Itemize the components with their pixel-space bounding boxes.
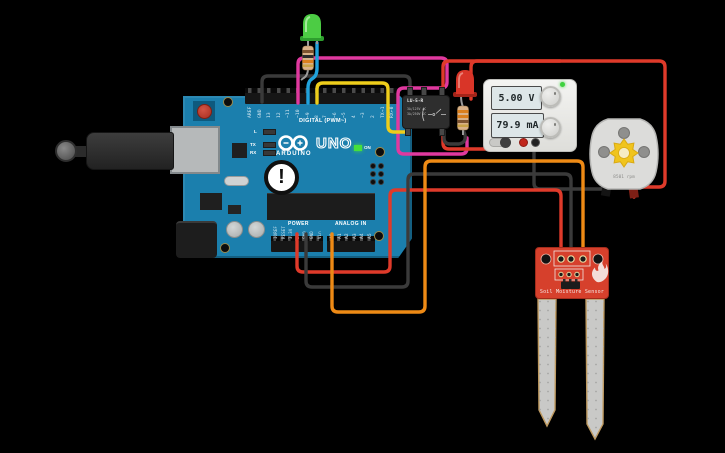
wire-a0-to-sensor-orange[interactable] bbox=[330, 159, 585, 314]
dc-motor[interactable]: 8501 rpm bbox=[589, 118, 659, 199]
led-rx bbox=[263, 150, 276, 156]
current-value: 79.9 mA bbox=[496, 120, 539, 131]
mounting-hole bbox=[374, 231, 384, 241]
power-supply[interactable]: 5.00 V 79.9 mA bbox=[483, 79, 577, 152]
relay-rating-2: 3A/250V DC bbox=[407, 112, 427, 116]
analog-label: ANALOG IN bbox=[335, 221, 367, 227]
wire-5v-to-sensor-red[interactable] bbox=[295, 188, 563, 274]
small-ic bbox=[232, 143, 247, 158]
led-l bbox=[263, 129, 276, 135]
capacitor bbox=[248, 221, 265, 238]
voltage-knob[interactable] bbox=[540, 86, 561, 107]
simulation-warning-icon[interactable]: ! bbox=[264, 160, 299, 195]
icsp-pins bbox=[370, 163, 384, 185]
crystal-oscillator bbox=[224, 176, 249, 186]
led-rx-label: RX bbox=[250, 150, 257, 155]
relay-rating-1: 3A/125V AC bbox=[407, 107, 427, 111]
arduino-model: UNO bbox=[315, 134, 353, 152]
mounting-hole bbox=[220, 243, 230, 253]
capacitor bbox=[226, 221, 243, 238]
resistor[interactable] bbox=[300, 45, 314, 81]
current-knob[interactable] bbox=[540, 117, 561, 138]
sensor-label: Soil Moisture Sensor bbox=[539, 289, 605, 295]
usb-cable-connector-icon bbox=[70, 146, 92, 157]
power-led bbox=[560, 82, 565, 87]
usb-port bbox=[170, 126, 220, 174]
digital-label: DIGITAL (PWM~) bbox=[299, 118, 347, 124]
on-label: ON bbox=[364, 145, 371, 150]
wire-resistor-to-relay-black[interactable] bbox=[442, 129, 467, 146]
voltage-regulator bbox=[200, 193, 222, 210]
current-display: 79.9 mA bbox=[491, 113, 544, 138]
arduino-brand: ARDUINO bbox=[276, 151, 312, 157]
led-tx-label: TX bbox=[250, 142, 256, 147]
positive-terminal[interactable] bbox=[519, 138, 528, 147]
reset-button[interactable] bbox=[197, 104, 212, 119]
digital-header-right[interactable] bbox=[320, 88, 398, 104]
negative-terminal[interactable] bbox=[531, 138, 540, 147]
relay-model: LU-5-R bbox=[407, 99, 424, 104]
transistor bbox=[228, 205, 241, 214]
resistor[interactable] bbox=[457, 105, 469, 135]
wire-gnd-to-relay[interactable] bbox=[260, 74, 412, 104]
green-led[interactable] bbox=[300, 14, 324, 47]
usb-plug[interactable] bbox=[86, 132, 174, 170]
power-label: POWER bbox=[288, 221, 309, 227]
usb-cable-knob[interactable] bbox=[55, 140, 77, 162]
mounting-hole bbox=[375, 147, 385, 157]
voltage-value: 5.00 V bbox=[498, 92, 535, 104]
on-led bbox=[354, 145, 362, 151]
digital-header-left[interactable] bbox=[245, 88, 323, 104]
main-ic-chip bbox=[267, 193, 375, 220]
wire-pin9-blue[interactable] bbox=[306, 41, 319, 105]
wire-pin8-yellow[interactable] bbox=[315, 81, 411, 134]
sensor-prong bbox=[537, 298, 605, 441]
wire-gnd-to-sensor-black[interactable] bbox=[304, 172, 573, 289]
mounting-hole bbox=[223, 97, 233, 107]
wire-redled-red[interactable] bbox=[469, 59, 562, 101]
led-tx bbox=[263, 142, 276, 148]
analog-header[interactable] bbox=[327, 236, 375, 252]
power-toggle[interactable] bbox=[489, 137, 511, 148]
led-l-label: L bbox=[254, 129, 257, 134]
power-jack bbox=[176, 221, 217, 258]
motor-rpm-value: 8501 rpm bbox=[613, 174, 635, 180]
